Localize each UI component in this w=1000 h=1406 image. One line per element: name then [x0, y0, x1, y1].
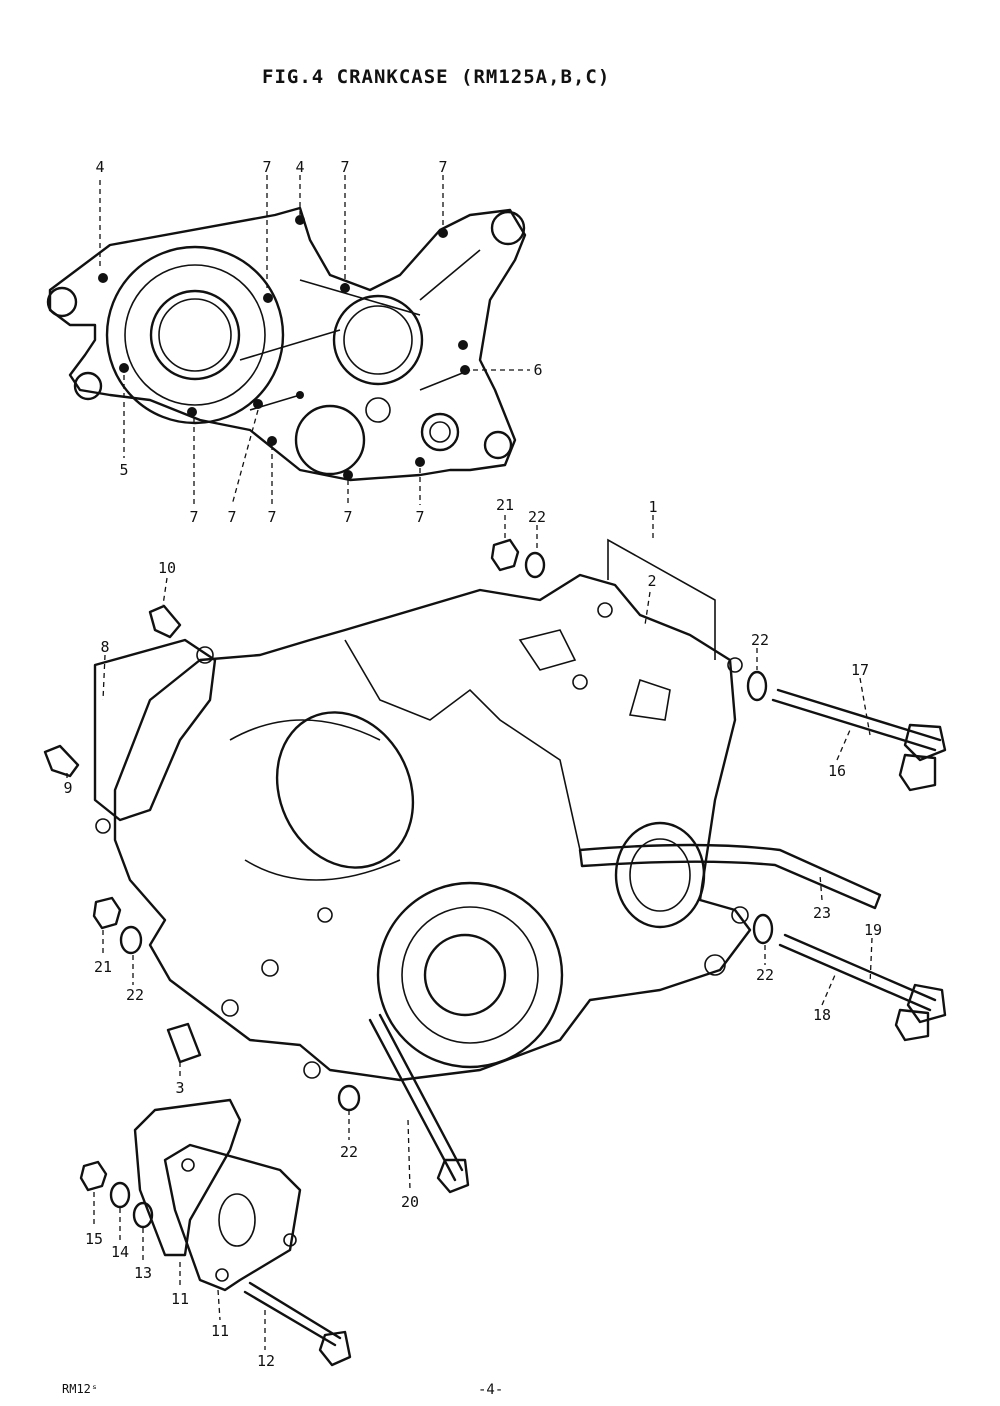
callout-21-left: 21: [94, 958, 112, 976]
callout-12: 12: [257, 1352, 275, 1370]
callout-4-right: 4: [295, 158, 304, 176]
callout-22-left: 22: [126, 986, 144, 1004]
callout-7-top-c: 7: [438, 158, 447, 176]
callout-13: 13: [134, 1264, 152, 1282]
callout-7-bottom-a: 7: [189, 508, 198, 526]
crankcase-left-half-drawing: [46, 206, 527, 482]
callout-9: 9: [63, 779, 72, 797]
callout-22-right-b: 22: [756, 966, 774, 984]
callout-18: 18: [813, 1006, 831, 1024]
crankcase-assembly-drawing: [93, 573, 882, 1082]
callout-7-bottom-d: 7: [343, 508, 352, 526]
page-title: FIG.4 CRANKCASE (RM125A,B,C): [262, 66, 611, 88]
callout-3: 3: [175, 1079, 184, 1097]
bolt-holes: [98, 215, 470, 480]
callout-10: 10: [158, 559, 176, 577]
callout-6: 6: [533, 361, 542, 379]
loose-parts: [43, 538, 947, 1367]
callout-2: 2: [647, 572, 656, 590]
callout-22-top: 22: [528, 508, 546, 526]
callout-7-bottom-e: 7: [415, 508, 424, 526]
callout-4-left: 4: [95, 158, 104, 176]
callout-11-b: 11: [211, 1322, 229, 1340]
callout-22-right-a: 22: [751, 631, 769, 649]
callout-20: 20: [401, 1193, 419, 1211]
callout-23: 23: [813, 904, 831, 922]
footer-page-number: -4-: [478, 1382, 504, 1398]
callout-1: 1: [648, 498, 657, 516]
callout-labels: 4 7 4 7 7 6 5 7 7 7 7 7 21 22 1 2 10 8 9…: [63, 158, 882, 1370]
leader-lines: [66, 175, 873, 1350]
callout-17: 17: [851, 661, 869, 679]
callout-7-bottom-b: 7: [227, 508, 236, 526]
callout-7-top-a: 7: [262, 158, 271, 176]
callout-19: 19: [864, 921, 882, 939]
callout-7-bottom-c: 7: [267, 508, 276, 526]
callout-21-top: 21: [496, 496, 514, 514]
callout-14: 14: [111, 1243, 129, 1261]
callout-15: 15: [85, 1230, 103, 1248]
callout-11-a: 11: [171, 1290, 189, 1308]
callout-22-bottom: 22: [340, 1143, 358, 1161]
footer-model-code: RM12ˢ: [62, 1382, 99, 1396]
callout-7-top-b: 7: [340, 158, 349, 176]
callout-8: 8: [100, 638, 109, 656]
callout-16: 16: [828, 762, 846, 780]
callout-5: 5: [119, 461, 128, 479]
